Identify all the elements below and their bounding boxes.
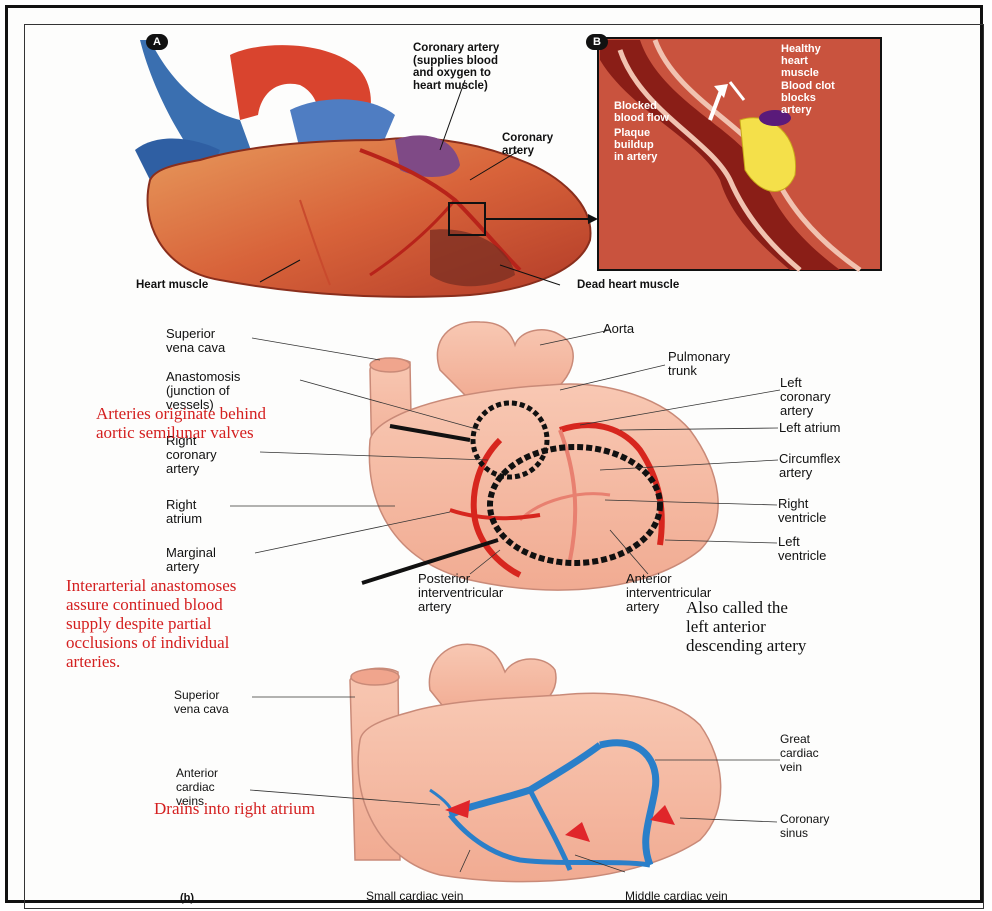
- label-dead-heart-muscle: Dead heart muscle: [577, 278, 679, 292]
- label-coronary-sinus: Coronary sinus: [780, 812, 829, 840]
- panel-a-heart: [135, 40, 598, 297]
- label-coronary-artery: Coronary artery: [502, 132, 553, 157]
- label-blocked-blood-flow: Blocked blood flow: [614, 100, 669, 124]
- label-posterior-interventricular: Posterior interventricular artery: [418, 572, 503, 614]
- label-healthy-heart-muscle: Healthy heart muscle: [781, 43, 821, 79]
- label-left-ventricle: Left ventricle: [778, 535, 826, 563]
- label-left-coronary-artery: Left coronary artery: [780, 376, 831, 418]
- label-right-atrium: Right atrium: [166, 498, 202, 526]
- note-drains-into-right-atrium: Drains into right atrium: [154, 799, 315, 818]
- label-aorta: Aorta: [603, 322, 634, 336]
- label-superior-vena-cava: Superior vena cava: [166, 327, 225, 355]
- note-interarterial-anastomoses: Interarterial anastomoses assure continu…: [66, 576, 236, 671]
- label-right-ventricle: Right ventricle: [778, 497, 826, 525]
- label-great-cardiac-vein: Great cardiac vein: [780, 732, 819, 774]
- bottom-heart-veins: [250, 644, 780, 881]
- label-heart-muscle: Heart muscle: [136, 278, 208, 292]
- panel-b-letter: B: [586, 34, 608, 50]
- panel-a-letter: A: [146, 34, 168, 50]
- label-small-cardiac-vein: Small cardiac vein: [366, 889, 463, 903]
- label-coronary-artery-supply: Coronary artery (supplies blood and oxyg…: [413, 42, 499, 92]
- label-blood-clot: Blood clot blocks artery: [781, 80, 835, 116]
- label-plaque-buildup: Plaque buildup in artery: [614, 127, 657, 163]
- label-pulmonary-trunk: Pulmonary trunk: [668, 350, 730, 378]
- label-left-atrium: Left atrium: [779, 421, 840, 435]
- note-also-called: Also called the left anterior descending…: [686, 598, 806, 655]
- label-superior-vena-cava-veins: Superior vena cava: [174, 688, 229, 716]
- label-circumflex-artery: Circumflex artery: [779, 452, 840, 480]
- note-arteries-originate: Arteries originate behind aortic semilun…: [96, 404, 266, 442]
- label-marginal-artery: Marginal artery: [166, 546, 216, 574]
- label-panel-b: (b): [180, 891, 194, 905]
- label-middle-cardiac-vein: Middle cardiac vein: [625, 889, 728, 903]
